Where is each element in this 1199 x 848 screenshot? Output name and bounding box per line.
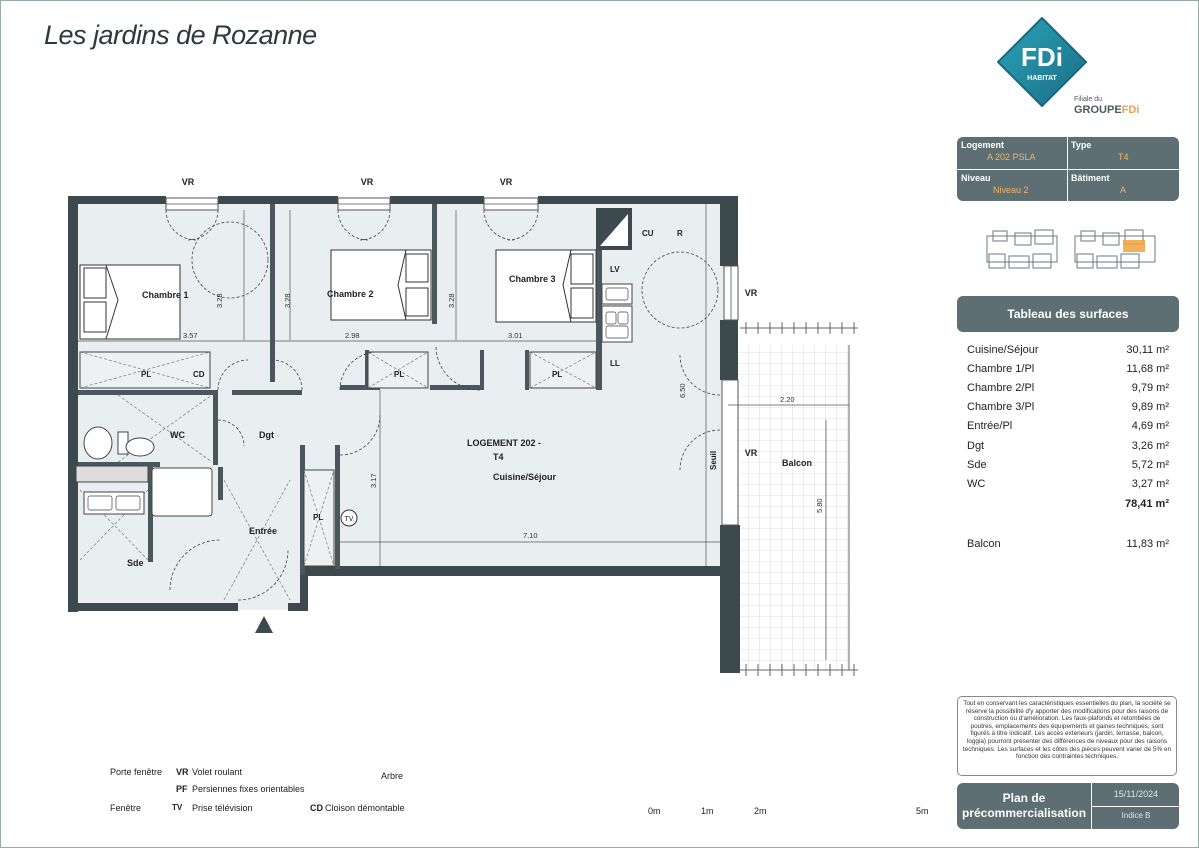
scale-0m: 0m <box>648 806 661 816</box>
dim-label: 5.80 <box>815 498 824 513</box>
vr-label: VR <box>182 177 195 187</box>
info-box: Logement A 202 PSLA Type T4 Niveau Nivea… <box>957 137 1179 201</box>
batiment-label: Bâtiment <box>1071 173 1110 183</box>
room-wc: WC <box>170 430 185 440</box>
dim-label: 3.28 <box>283 293 292 308</box>
tv-label: TV <box>345 516 354 523</box>
closet-label: PL <box>141 370 151 379</box>
logement-id: LOGEMENT 202 - <box>467 438 541 448</box>
type-label: Type <box>1071 140 1092 150</box>
closet-label: PL <box>313 513 323 522</box>
vr-label: VR <box>745 448 758 458</box>
floor-plan: TV VR VR VR VR VR Chambre 1 Chambre 2 Ch… <box>68 177 858 676</box>
fdi-logo: FDi HABITAT <box>997 17 1087 107</box>
type-value: T4 <box>1118 152 1129 162</box>
dim-label: 2.20 <box>780 395 795 404</box>
room-sde: Sde <box>127 558 144 568</box>
logement-label: Logement <box>961 140 1005 150</box>
r-label: R <box>677 229 683 238</box>
legend-cd-abbr: CD <box>310 803 323 813</box>
dim-label: 7.10 <box>523 531 538 540</box>
scale-5m: 5m <box>916 806 929 816</box>
document-title: Les jardins de Rozanne <box>44 20 317 50</box>
plan-date: 15/11/2024 <box>1113 789 1159 799</box>
ll-label: LL <box>610 359 620 368</box>
legend-arbre: Arbre <box>381 771 404 781</box>
cu-label: CU <box>642 229 654 238</box>
plan-indice: Indice B <box>1121 811 1151 820</box>
logo-affiliate: Filiale du <box>1074 96 1103 103</box>
room-dgt: Dgt <box>259 430 274 440</box>
scale-2m: 2m <box>754 806 767 816</box>
legend-vr-abbr: VR <box>176 767 189 777</box>
building-key-plans <box>986 229 1156 269</box>
dim-label: 3.57 <box>183 331 198 340</box>
legend-cd-text: Cloison démontable <box>325 803 405 813</box>
lv-label: LV <box>610 265 620 274</box>
legend-pf-abbr: PF <box>176 784 188 794</box>
room-cuisine: Cuisine/Séjour <box>493 472 557 482</box>
legend-fenetre: Fenêtre <box>110 803 142 813</box>
closet-label: PL <box>394 370 404 379</box>
legend-porte-fenetre: Porte fenêtre <box>110 767 163 777</box>
dim-label: 3.28 <box>215 293 224 308</box>
room-entree: Entrée <box>249 526 277 536</box>
surfaces-table-title: Tableau des surfaces <box>957 296 1179 332</box>
vr-label: VR <box>500 177 513 187</box>
logo-brand: FDi <box>1021 42 1063 72</box>
logement-type: T4 <box>493 452 504 462</box>
logo-group-a: GROUPE <box>1074 104 1122 116</box>
batiment-value: A <box>1120 185 1127 195</box>
room-chambre3: Chambre 3 <box>509 274 556 284</box>
niveau-label: Niveau <box>961 173 991 183</box>
legend-tv-text: Prise télévision <box>192 803 253 813</box>
legend-pf-text: Persiennes fixes orientables <box>192 784 305 794</box>
dim-label: 6.50 <box>678 383 687 398</box>
dim-label: 3.28 <box>447 293 456 308</box>
room-balcon: Balcon <box>782 458 812 468</box>
legend-vr-text: Volet roulant <box>192 767 243 777</box>
legend-tv-abbr: TV <box>172 803 183 812</box>
logo-group: GROUPEFDi <box>1074 104 1139 116</box>
room-chambre2: Chambre 2 <box>327 289 374 299</box>
vr-label: VR <box>361 177 374 187</box>
cd-label: CD <box>193 370 205 379</box>
dim-label: 3.17 <box>369 473 378 488</box>
vr-label: VR <box>745 288 758 298</box>
dim-label: 3.01 <box>508 331 523 340</box>
logo-group-b: FDi <box>1121 104 1140 116</box>
closet-label: PL <box>552 370 562 379</box>
seuil-label: Seuil <box>709 451 718 470</box>
logo-sub: HABITAT <box>1027 75 1057 82</box>
logement-value: A 202 PSLA <box>987 152 1036 162</box>
dim-label: 2.98 <box>345 331 360 340</box>
room-chambre1: Chambre 1 <box>142 290 189 300</box>
scale-1m: 1m <box>701 806 714 816</box>
disclaimer-text: Tout en conservant les caractéristiques … <box>957 696 1177 776</box>
niveau-value: Niveau 2 <box>993 185 1029 195</box>
